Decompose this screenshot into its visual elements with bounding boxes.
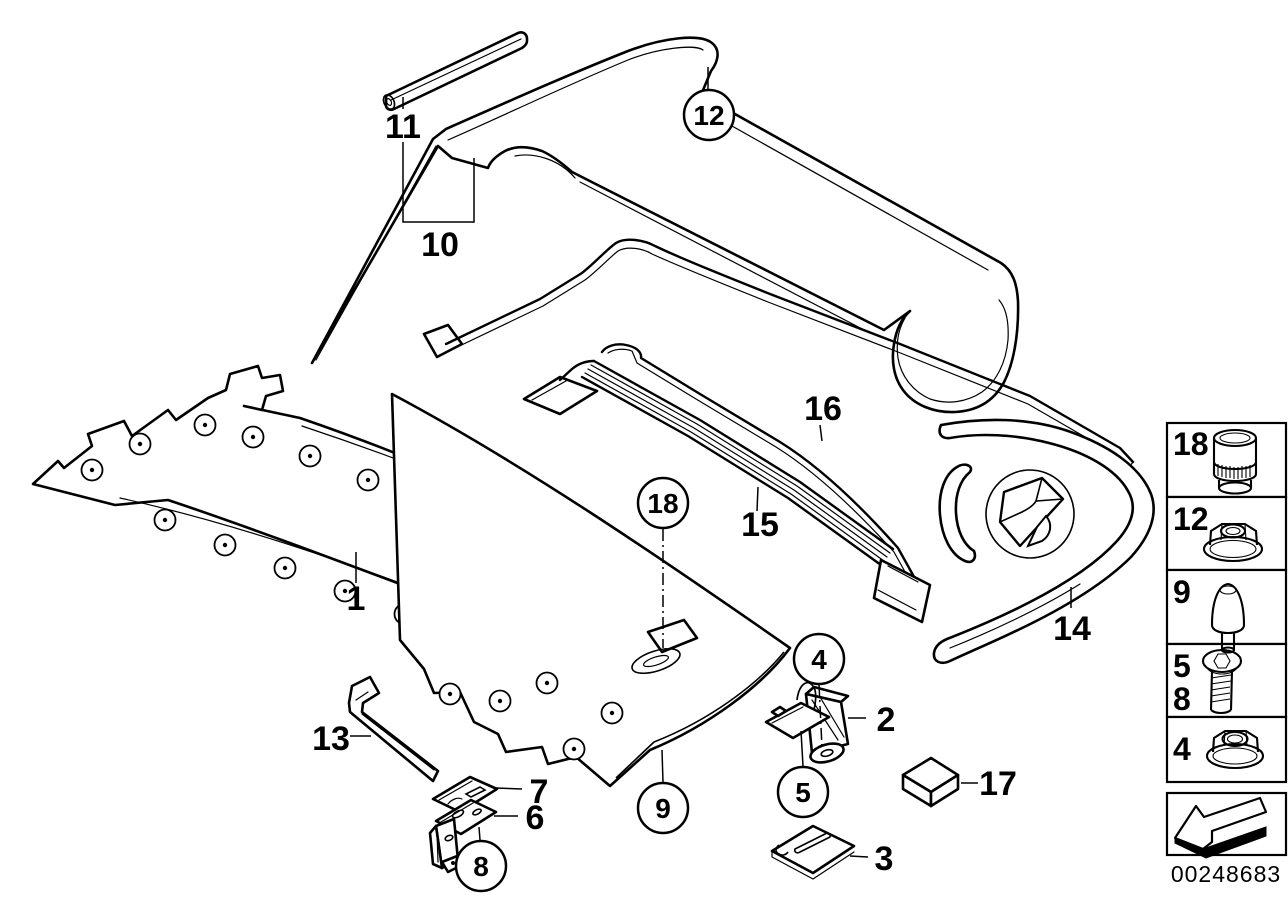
rivet-holes [438,671,624,761]
legend-number-4: 4 [1173,731,1191,767]
leader-line [495,787,523,790]
callout-5: 5 [776,730,830,819]
leader-line [819,424,823,442]
callout-3: 3 [849,840,894,878]
part-number-label: 11 [385,108,421,146]
part-number-label: 16 [804,390,842,428]
part-corner-strip-13 [347,675,440,783]
part-number-label: 7 [530,773,549,811]
callout-7: 7 [495,773,549,811]
part-lower-panel-9 [390,392,792,788]
legend-number-18: 18 [1173,426,1209,462]
callout-18: 18 [636,476,690,648]
part-number-label: 2 [877,701,896,739]
legend-sidebar: 18 12 9 5 8 4 [1165,421,1288,887]
torx-screw-icon [1201,648,1243,715]
callout-6: 6 [494,799,544,837]
callout-14: 14 [1053,587,1091,648]
callout-13: 13 [312,720,371,758]
part-plate-3 [770,824,856,880]
leader-line [478,826,481,841]
part-upper-trim-strip [422,238,1135,471]
legend-cell [1165,715,1288,784]
part-number-label: 4 [811,644,827,675]
part-number-label: 6 [526,799,545,837]
label-bracket-line [402,142,475,223]
part-number-label: 3 [875,840,894,878]
part-number-label: 13 [312,720,350,758]
part-plate-7 [431,775,499,814]
callout-10: 10 [421,226,459,264]
legend-number-9: 9 [1173,574,1191,610]
part-rod-strip [382,31,529,112]
legend-number-12: 12 [1173,501,1209,537]
callout-11: 11 [385,97,421,146]
legend-number-8: 8 [1173,681,1191,717]
part-bracket-assembly-2 [764,681,850,764]
callout-15: 15 [741,486,779,544]
legend-cell [1165,421,1288,499]
callout-2: 2 [848,701,895,739]
legend-cell [1165,568,1288,646]
part-number-label: 9 [655,793,671,824]
part-number-label: 15 [741,506,779,544]
callout-16: 16 [804,390,842,442]
leader-line [818,683,823,749]
legend-number-5: 5 [1173,648,1191,684]
part-number-label: 17 [979,765,1017,803]
part-number-label: 8 [473,851,489,882]
callout-12: 12 [682,67,736,142]
part-number-label: 10 [421,226,459,264]
leader-line [756,486,759,512]
part-top-trim-panel [310,36,1020,414]
part-number-label: 14 [1053,610,1091,648]
diagram-id: 00248683 [1171,861,1281,887]
part-ribbed-rail-15 [522,359,932,624]
seal-cross-section-detail [985,469,1075,559]
leader-line [849,855,869,858]
part-foam-block-17 [901,756,960,808]
part-gasket-14 [932,418,1155,665]
callout-9: 9 [636,749,690,835]
callout-17: 17 [961,765,1017,803]
callout-1: 1 [347,552,366,618]
callout-8: 8 [454,826,508,893]
leader-line [661,749,664,783]
flange-nut-icon [1205,729,1265,770]
part-number-label: 5 [795,777,811,808]
press-in-cap-icon [1212,428,1258,495]
leader-line [800,730,804,767]
callout-4: 4 [792,632,846,749]
part-number-label: 18 [647,488,678,519]
part-number-label: 12 [693,100,724,131]
part-number-label: 1 [347,580,366,618]
flange-nut-icon [1202,522,1264,563]
direction-arrow-icon [1173,796,1268,859]
